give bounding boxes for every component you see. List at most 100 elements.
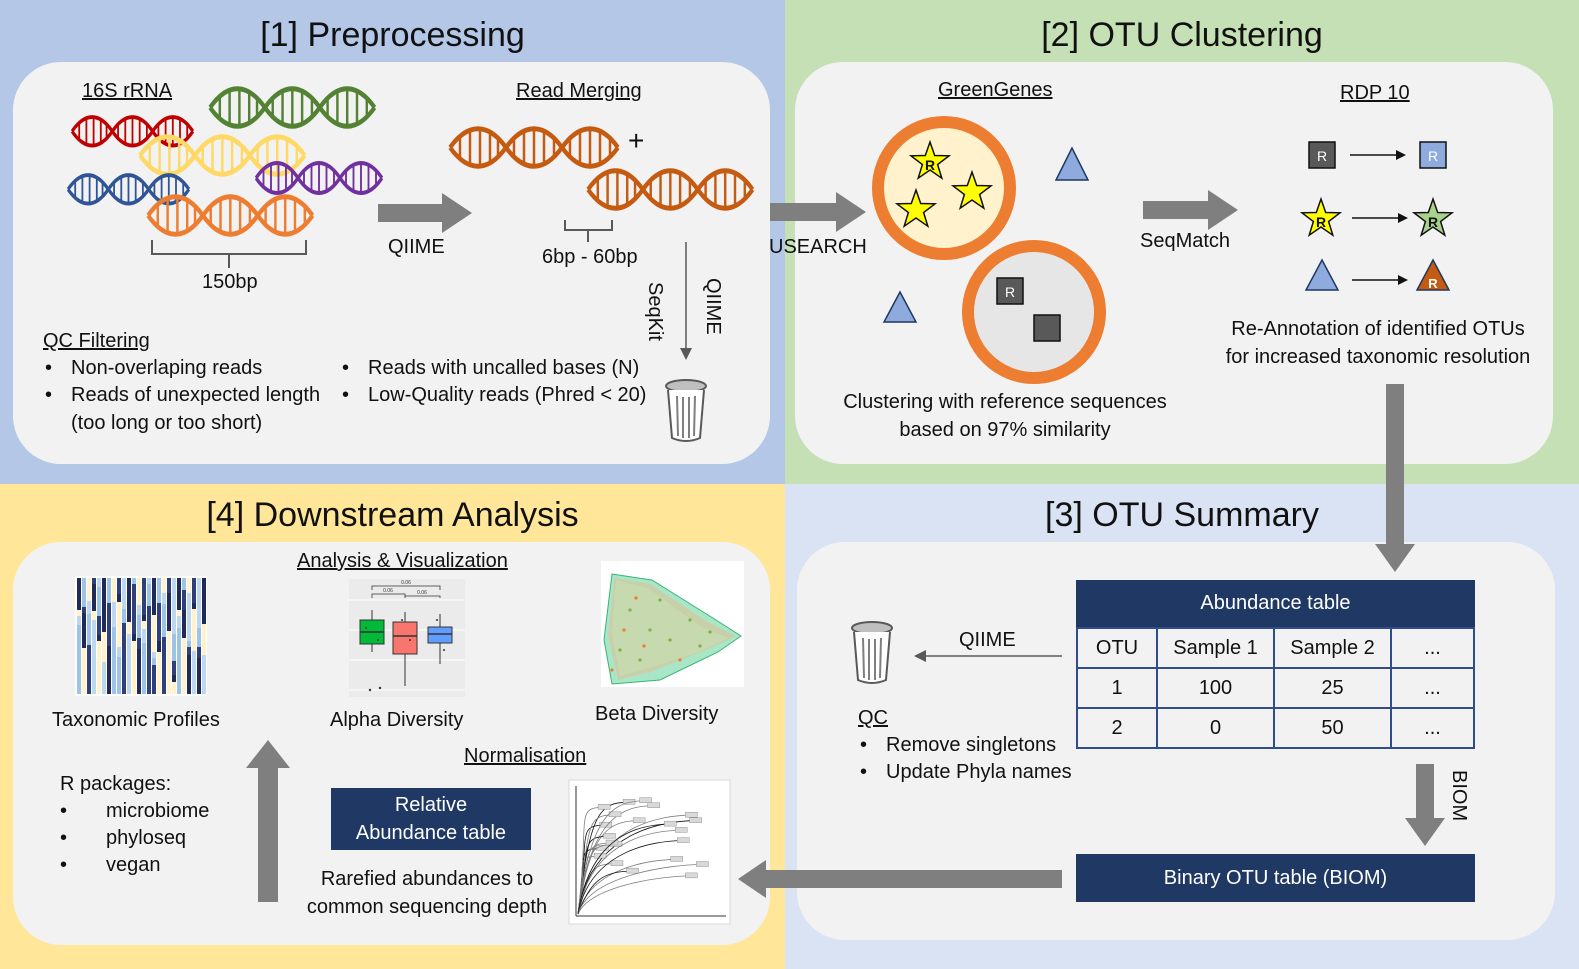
rarefaction-curve (577, 830, 682, 915)
qiime-side-label: QIIME (702, 278, 724, 335)
table-cell: 2 (1076, 707, 1158, 749)
taxonomy-bar-segment (122, 609, 126, 623)
rarefied-caption-2: common sequencing depth (306, 896, 548, 918)
r-package-item: vegan (58, 852, 209, 879)
taxonomy-bar-segment (177, 610, 181, 616)
taxonomy-bar-segment (162, 637, 166, 694)
table-header-cell: Sample 1 (1156, 627, 1275, 669)
rarefaction-curve (577, 875, 692, 915)
table-header-cell: Sample 2 (1273, 627, 1392, 669)
taxonomy-bar-segment (92, 611, 96, 620)
ref-letter: R (1316, 214, 1326, 230)
taxonomy-bar-segment (112, 627, 116, 694)
seqmatch-arrow (1143, 190, 1238, 230)
qc-item: Update Phyla names (858, 759, 1072, 786)
taxonomy-bar-segment (132, 584, 136, 634)
rarefaction-curve (577, 840, 684, 915)
taxonomy-bar-segment (172, 661, 176, 675)
rarefaction-curve (577, 800, 646, 915)
taxonomy-bar-segment (107, 578, 111, 603)
taxonomy-bar-segment (137, 615, 141, 638)
alpha-sig-label: 0.06 (417, 590, 427, 596)
taxonomy-bar-segment (182, 610, 186, 638)
taxonomy-bar-segment (162, 604, 166, 637)
rarefaction-label (664, 820, 677, 827)
trash-bin-icon (665, 379, 707, 442)
taxonomy-bar-segment (82, 648, 86, 694)
relative-abundance-line-2: Abundance table (355, 822, 507, 844)
otu-summary-title: [3] OTU Summary (1045, 496, 1319, 534)
rarefaction-curve (577, 870, 633, 915)
taxonomy-bar-segment (172, 675, 176, 682)
arrow-head (1398, 275, 1408, 285)
beta-diversity-label: Beta Diversity (595, 703, 719, 725)
alpha-diversity-plot: 0.06 0.06 0.06 (349, 579, 465, 697)
qc-item: Remove singletons (858, 732, 1072, 759)
taxonomy-bar-segment (152, 652, 156, 658)
binary-otu-table-box: Binary OTU table (BIOM) (1076, 854, 1475, 902)
taxonomy-bar-segment (137, 578, 141, 605)
r-package-item: microbiome (58, 798, 209, 825)
rarefaction-label (632, 817, 646, 823)
relative-abundance-line-1: Relative (394, 794, 468, 816)
taxonomy-bar-segment (107, 646, 111, 694)
overlap-label: 6bp - 60bp (542, 246, 638, 268)
taxonomy-bar-segment (97, 635, 101, 641)
alpha-diversity-label: Alpha Diversity (330, 709, 464, 731)
taxonomy-bar-segment (97, 578, 101, 587)
qiime-qc-label: QIIME (959, 629, 1016, 651)
taxonomy-bar-segment (192, 609, 196, 651)
taxonomy-bar-segment (202, 655, 206, 694)
seqkit-label: SeqKit (644, 282, 666, 341)
taxonomy-bar-segment (127, 622, 131, 634)
rarefaction-label (689, 817, 702, 823)
taxonomy-bar-segment (187, 593, 191, 641)
table-cell: ... (1390, 707, 1475, 749)
table-cell: 50 (1273, 707, 1392, 749)
down-arrow (1375, 384, 1415, 572)
table-cell: 25 (1273, 667, 1392, 709)
rarefaction-curve (577, 806, 605, 915)
taxonomy-bar-segment (177, 628, 181, 694)
taxonomy-bar-segment (167, 593, 171, 631)
qc-item: Reads of unexpected length (43, 382, 320, 409)
usearch-label: USEARCH (769, 236, 867, 258)
rarefaction-label (685, 872, 698, 879)
table-cell: ... (1390, 667, 1475, 709)
qc-item: Non-overlaping reads (43, 355, 320, 382)
taxonomy-bar-segment (142, 643, 146, 694)
taxonomy-bar-segment (182, 638, 186, 694)
taxonomy-bar-segment (122, 578, 126, 609)
qiime-arrow (378, 193, 472, 233)
rarefaction-curve (577, 864, 703, 915)
triangle-icon (1415, 258, 1451, 291)
taxonomy-bar-segment (127, 634, 131, 694)
taxonomy-bar-segment (187, 655, 191, 694)
taxonomy-bar-segment (167, 578, 171, 593)
taxonomy-bar-segment (197, 628, 201, 647)
taxonomy-bar-segment (132, 634, 136, 641)
ref-letter: R (1005, 284, 1015, 300)
rarefaction-label (647, 802, 660, 808)
taxonomy-bar-segment (147, 606, 151, 694)
taxonomy-bar-segment (77, 578, 81, 610)
taxonomy-bar-segment (82, 607, 86, 613)
taxonomy-bar-segment (142, 629, 146, 643)
up-arrow (246, 740, 290, 902)
taxonomy-bar-segment (92, 584, 96, 611)
taxonomy-bar-segment (107, 603, 111, 646)
r-packages-list: microbiome phyloseq vegan (58, 798, 209, 879)
qc-right-list: Reads with uncalled bases (N) Low-Qualit… (340, 355, 646, 409)
taxonomy-bar-segment (147, 578, 151, 584)
arrow-head (1398, 213, 1408, 223)
qc-item: Low-Quality reads (Phred < 20) (340, 382, 646, 409)
to-downstream-arrow (738, 860, 1062, 898)
taxonomy-bar-segment (77, 625, 81, 694)
downstream-analysis-title: [4] Downstream Analysis (206, 496, 579, 534)
taxonomy-bar-segment (132, 641, 136, 694)
taxonomy-bar-segment (197, 658, 201, 694)
taxonomy-bar-segment (87, 578, 91, 601)
rarefaction-label (597, 804, 611, 810)
cluster-caption-1: Clustering with reference sequences (843, 391, 1167, 413)
r-packages-title: R packages: (60, 773, 172, 795)
